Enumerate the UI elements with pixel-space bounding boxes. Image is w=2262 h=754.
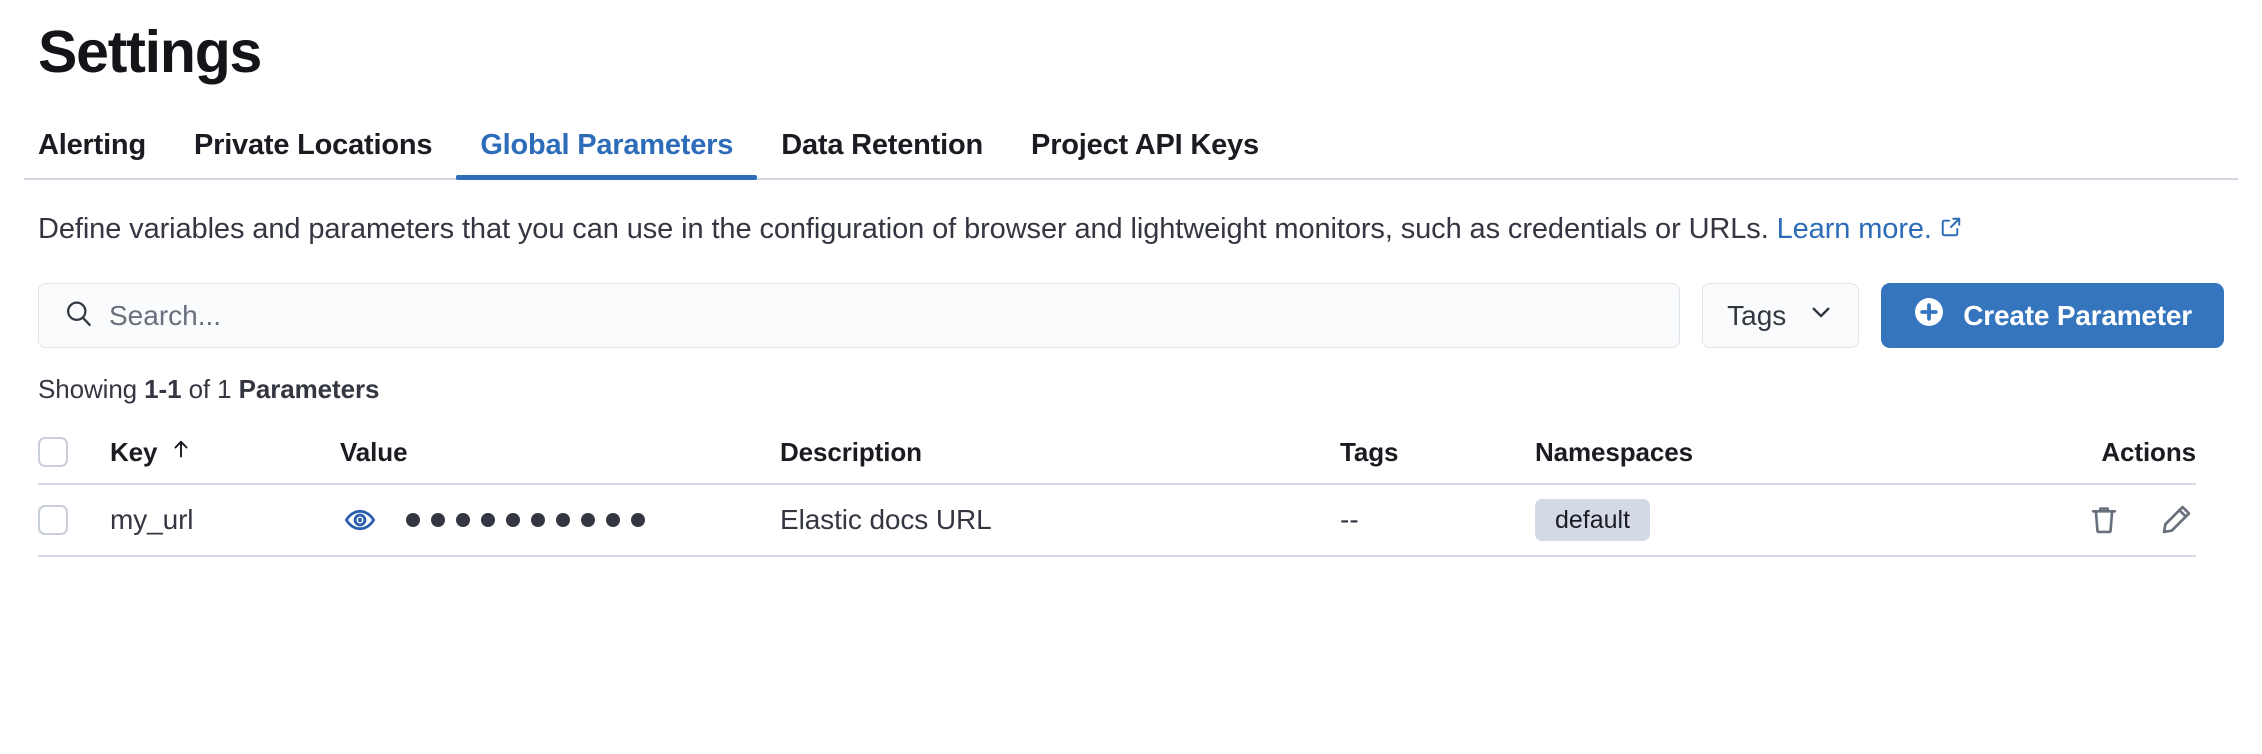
learn-more-label: Learn more.	[1776, 213, 1932, 245]
tab-label: Data Retention	[781, 129, 984, 161]
edit-icon[interactable]	[2156, 500, 2196, 540]
column-header-key-label: Key	[110, 436, 158, 467]
search-input[interactable]	[38, 283, 1681, 348]
external-link-icon	[1939, 207, 1963, 253]
tab-private-locations[interactable]: Private Locations	[170, 129, 456, 178]
eye-icon[interactable]	[340, 500, 380, 540]
search-field	[38, 283, 1681, 348]
column-header-description: Description	[780, 437, 1340, 468]
column-header-namespaces-label: Namespaces	[1535, 436, 1693, 467]
masked-value	[406, 513, 645, 527]
table-header-row: Key Value Description Tags Namespaces	[38, 421, 2196, 485]
tags-filter-button[interactable]: Tags	[1702, 283, 1860, 348]
row-select-checkbox[interactable]	[38, 505, 68, 535]
cell-actions	[2016, 500, 2196, 540]
column-header-value: Value	[340, 437, 780, 468]
description-text: Define variables and parameters that you…	[24, 206, 2218, 253]
cell-key: my_url	[110, 504, 194, 535]
tab-label: Private Locations	[193, 129, 433, 161]
tab-label: Project API Keys	[1031, 129, 1259, 161]
settings-tabs: Alerting Private Locations Global Parame…	[24, 118, 2238, 180]
column-header-actions: Actions	[2016, 437, 2196, 468]
column-header-tags: Tags	[1340, 437, 1535, 468]
showing-range: 1-1	[144, 374, 182, 404]
tab-data-retention[interactable]: Data Retention	[757, 129, 1007, 178]
column-header-value-label: Value	[340, 436, 408, 467]
tab-alerting[interactable]: Alerting	[38, 129, 170, 178]
page-title: Settings	[38, 19, 262, 85]
tags-filter-label: Tags	[1727, 299, 1787, 331]
showing-noun: Parameters	[238, 374, 380, 404]
learn-more-link[interactable]: Learn more.	[1777, 213, 1932, 245]
create-parameter-button[interactable]: Create Parameter	[1881, 283, 2224, 348]
column-header-key[interactable]: Key	[90, 437, 340, 468]
cell-description: Elastic docs URL	[780, 504, 992, 535]
column-header-actions-label: Actions	[2101, 436, 2196, 467]
toolbar: Tags Create Parameter	[24, 283, 2238, 348]
arrow-up-icon	[169, 437, 193, 468]
description-body: Define variables and parameters that you…	[38, 213, 1769, 245]
cell-namespaces: default	[1535, 499, 2016, 541]
parameters-table: Key Value Description Tags Namespaces	[24, 421, 2210, 557]
cell-value	[340, 500, 780, 540]
chevron-down-icon	[1808, 299, 1834, 332]
row-select-cell	[38, 505, 90, 535]
cell-tags: --	[1340, 504, 1359, 535]
column-header-namespaces: Namespaces	[1535, 437, 2016, 468]
delete-icon[interactable]	[2084, 500, 2124, 540]
results-count: Showing 1-1 of 1 Parameters	[24, 374, 2238, 405]
table-row: my_url Elastic docs URL -- default	[38, 485, 2196, 557]
namespace-badge: default	[1535, 499, 1651, 541]
column-header-tags-label: Tags	[1340, 436, 1399, 467]
showing-prefix: Showing	[38, 374, 145, 404]
create-parameter-label: Create Parameter	[1963, 299, 2192, 331]
plus-circle-icon	[1913, 296, 1945, 335]
tab-global-parameters[interactable]: Global Parameters	[456, 129, 758, 180]
showing-mid: of 1	[181, 374, 239, 404]
select-all-checkbox[interactable]	[38, 437, 68, 467]
column-header-description-label: Description	[780, 436, 922, 467]
tab-project-api-keys[interactable]: Project API Keys	[1007, 129, 1283, 178]
tab-label: Global Parameters	[480, 129, 734, 161]
tab-label: Alerting	[38, 129, 146, 161]
select-all-cell	[38, 437, 90, 467]
